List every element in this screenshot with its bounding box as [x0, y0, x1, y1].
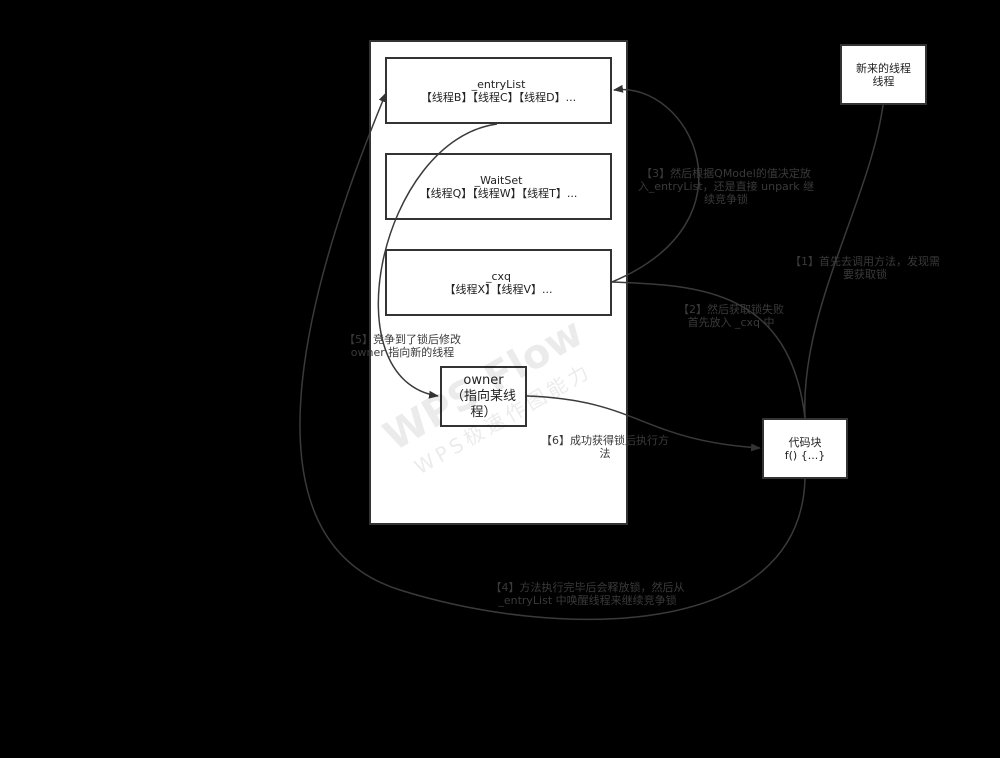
arrow-step2 [611, 281, 806, 419]
cxq-items: 【线程X】【线程V】... [444, 282, 553, 296]
label-step1: 【1】首先去调用方法，发现需要获取锁 [790, 255, 940, 281]
entrylist-node[interactable]: _entryList 【线程B】【线程C】【线程D】... [385, 57, 612, 124]
cxq-title: _cxq [485, 269, 512, 283]
owner-title: owner [463, 372, 504, 388]
arrow-step4 [299, 92, 806, 621]
new-thread-title: 新来的线程 [856, 61, 911, 75]
arrow-step1 [804, 104, 884, 419]
arrow-step5 [377, 123, 498, 399]
arrow-step6 [526, 395, 761, 452]
code-block-items: f() {...} [784, 448, 826, 462]
waitset-node[interactable]: _WaitSet 【线程Q】【线程W】【线程T】... [385, 153, 612, 220]
label-step3: 【3】然后根据QModel的值决定放入_entryList，还是直接 unpar… [637, 167, 815, 206]
code-block-node[interactable]: 代码块 f() {...} [762, 418, 848, 479]
cxq-node[interactable]: _cxq 【线程X】【线程V】... [385, 249, 612, 316]
label-step2: 【2】然后获取锁失败 首先放入 _cxq 中 [678, 303, 784, 329]
label-step5: 【5】竞争到了锁后修改 owner 指向新的线程 [344, 333, 461, 359]
code-block-title: 代码块 [788, 435, 822, 449]
label-step6: 【6】成功获得锁后执行方法 [541, 434, 669, 460]
new-thread-node[interactable]: 新来的线程 线程 [840, 44, 927, 105]
waitset-title: _WaitSet [474, 173, 523, 187]
label-step4: 【4】方法执行完毕后会释放锁，然后从 _entryList 中唤醒线程来继续竞争… [490, 581, 685, 607]
entrylist-items: 【线程B】【线程C】【线程D】... [420, 90, 577, 104]
owner-node[interactable]: owner （指向某线程） [440, 366, 527, 427]
entrylist-title: _entryList [471, 77, 526, 91]
arrow-step3 [611, 84, 700, 283]
waitset-items: 【线程Q】【线程W】【线程T】... [419, 186, 578, 200]
new-thread-items: 线程 [872, 74, 895, 88]
owner-items: （指向某线程） [450, 388, 516, 420]
